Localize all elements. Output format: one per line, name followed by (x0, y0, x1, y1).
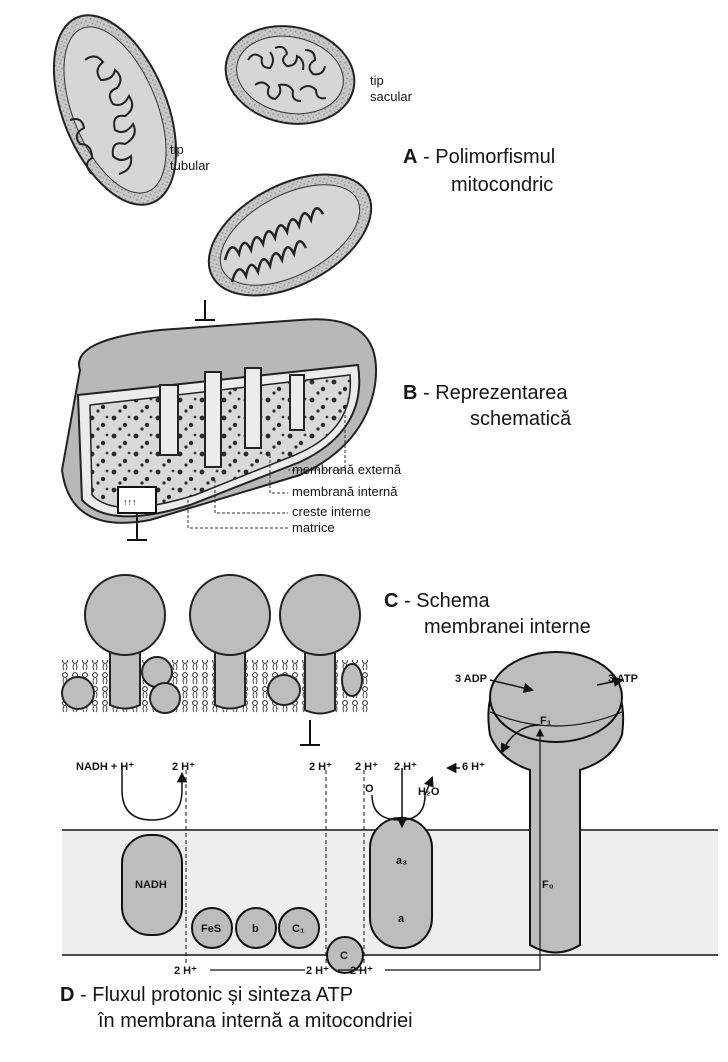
panel-d-caption-line1: - Fluxul protonic și sinteza ATP (74, 984, 354, 1006)
mitochondrion-lamellar (207, 173, 373, 297)
label-a: a (398, 913, 405, 925)
panel-c-letter: C (384, 590, 399, 612)
panel-d-caption-line2: în membrana internă a mitocondriei (98, 1010, 413, 1032)
svg-text:↑↑↑: ↑↑↑ (123, 497, 137, 507)
panel-b-title-line1: - Reprezentarea (417, 382, 568, 404)
label-f1: F₁ (540, 715, 552, 727)
panel-b-title-line2: schematică (470, 408, 572, 430)
inner-membrane-schema (61, 574, 370, 746)
label-fes: FeS (201, 923, 221, 935)
panel-b-title: B - Reprezentarea (403, 382, 568, 405)
label-c1: C₁ (292, 923, 305, 935)
label-matrice: matrice (292, 520, 335, 535)
panel-d-letter: D (60, 984, 75, 1006)
label-3-atp: 3 ATP (608, 673, 638, 685)
panel-b-letter: B (403, 382, 418, 404)
label-h-bottom-3: 2 H⁺ (350, 965, 373, 977)
label-membrana-interna: membrană internă (292, 484, 398, 499)
label-c: C (340, 950, 348, 962)
label-nadh-h: NADH + H⁺ (76, 761, 134, 773)
label-creste-interne: creste interne (292, 504, 371, 519)
label-tip-sacular-2: sacular (370, 89, 413, 104)
panel-a-title-line1: - Polimorfismul (417, 146, 556, 168)
mitochondrion-schematic: ↑↑↑ (60, 318, 378, 541)
panel-c-title-line2: membranei interne (424, 616, 591, 638)
label-h-bottom-1: 2 H⁺ (174, 965, 197, 977)
label-h-bottom-2: 2 H⁺ (306, 965, 329, 977)
label-tip-tubular-1: tip (170, 142, 184, 157)
label-h-top-5: 6 H⁺ (462, 761, 485, 773)
label-o: O (365, 783, 374, 795)
panel-a-title-line2: mitocondric (451, 174, 554, 196)
panel-c-title-line1: - Schema (398, 590, 490, 612)
label-tip-sacular-1: tip (370, 73, 384, 88)
mitochondrion-tubular (52, 14, 178, 206)
panel-d-caption: D - Fluxul protonic și sinteza ATP (60, 984, 353, 1007)
panel-a-title: A - Polimorfismul (403, 146, 555, 169)
label-tip-tubular-2: tubular (170, 158, 210, 173)
label-a3: a₃ (396, 855, 407, 867)
proton-flux-diagram (62, 651, 718, 974)
mitochondrion-sacular (224, 25, 356, 125)
panel-c-title: C - Schema (384, 590, 490, 613)
label-h-top-1: 2 H⁺ (172, 761, 195, 773)
label-membrana-externa: membrană externă (292, 462, 402, 477)
label-nadh-box: NADH (135, 879, 167, 891)
label-b: b (252, 923, 259, 935)
label-3-adp: 3 ADP (455, 673, 487, 685)
panel-a-letter: A (403, 146, 418, 168)
label-h-top-3: 2 H⁺ (355, 761, 378, 773)
label-h-top-4: 2 H⁺ (394, 761, 417, 773)
arrow-a-to-b (195, 300, 215, 321)
label-f0: F₀ (542, 879, 554, 891)
label-h-top-2: 2 H⁺ (309, 761, 332, 773)
label-h2o: H₂O (418, 786, 440, 798)
